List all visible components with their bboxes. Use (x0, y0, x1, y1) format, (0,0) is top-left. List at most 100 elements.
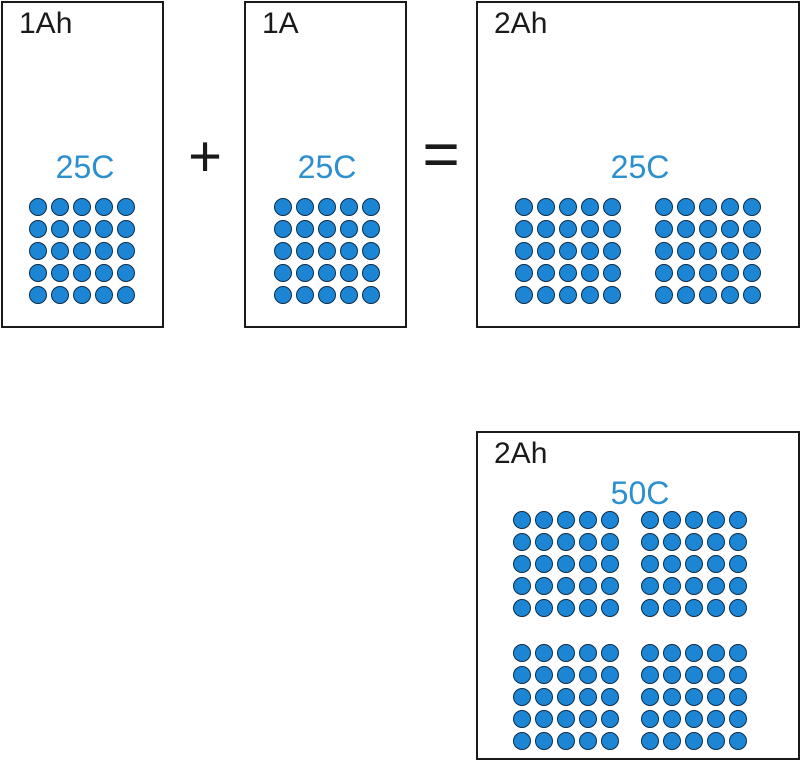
battery-cell (707, 732, 725, 750)
battery-cell (677, 264, 695, 282)
battery-cell (601, 732, 619, 750)
battery-cell (663, 577, 681, 595)
battery-cell (579, 732, 597, 750)
battery-cell (535, 644, 553, 662)
battery-cell (296, 242, 314, 260)
battery-cell (601, 666, 619, 684)
battery-cell (601, 511, 619, 529)
battery-cell (535, 666, 553, 684)
battery-cell (95, 242, 113, 260)
battery-cell (557, 710, 575, 728)
battery-cell (513, 599, 531, 617)
cell-grid (641, 644, 751, 754)
battery-cell (721, 286, 739, 304)
battery-cell (699, 198, 717, 216)
battery-cell (699, 220, 717, 238)
battery-cell (707, 511, 725, 529)
battery-cell (641, 599, 659, 617)
battery-cell (663, 732, 681, 750)
battery-cell (641, 511, 659, 529)
battery-cell (117, 242, 135, 260)
battery-cell (557, 577, 575, 595)
battery-cell (117, 198, 135, 216)
battery-cell (677, 220, 695, 238)
battery-cell (362, 198, 380, 216)
battery-cell (515, 264, 533, 282)
battery-cell (579, 555, 597, 573)
battery-cell (513, 555, 531, 573)
battery-cell (362, 242, 380, 260)
battery-cell (655, 264, 673, 282)
equals-operator: = (422, 118, 460, 190)
battery-cell (641, 577, 659, 595)
battery-cell (579, 688, 597, 706)
battery-cell (513, 577, 531, 595)
battery-cell (581, 242, 599, 260)
battery-cell (513, 533, 531, 551)
battery-cell (362, 286, 380, 304)
battery-cell (537, 264, 555, 282)
battery-cell (296, 220, 314, 238)
battery-cell (663, 688, 681, 706)
battery-box-1a: 1A 25C (244, 1, 407, 328)
battery-cell (557, 666, 575, 684)
battery-cell (513, 511, 531, 529)
battery-cell (601, 644, 619, 662)
battery-cell (362, 220, 380, 238)
battery-cell (579, 533, 597, 551)
battery-cell (579, 577, 597, 595)
battery-cell (51, 242, 69, 260)
battery-cell (729, 533, 747, 551)
battery-cell (641, 688, 659, 706)
battery-cell (581, 198, 599, 216)
battery-cell (655, 220, 673, 238)
battery-cell (557, 688, 575, 706)
battery-cell (557, 644, 575, 662)
battery-cell (729, 732, 747, 750)
battery-cell (601, 688, 619, 706)
capacity-label: 1Ah (19, 7, 73, 40)
battery-cell (513, 710, 531, 728)
battery-cell (318, 220, 336, 238)
battery-cell (29, 198, 47, 216)
battery-cell (73, 286, 91, 304)
c-rate-label: 25C (610, 149, 670, 185)
battery-cell (296, 286, 314, 304)
battery-box-2ah-25c: 2Ah 25C (476, 1, 800, 328)
cell-grid (29, 198, 139, 308)
battery-cell (685, 710, 703, 728)
battery-cell (537, 198, 555, 216)
battery-cell (515, 286, 533, 304)
battery-cell (117, 264, 135, 282)
battery-cell (296, 264, 314, 282)
battery-cell (721, 264, 739, 282)
cell-grid (274, 198, 384, 308)
battery-cell (743, 264, 761, 282)
battery-cell (29, 220, 47, 238)
battery-cell (318, 286, 336, 304)
battery-cell (655, 198, 673, 216)
battery-cell (663, 666, 681, 684)
battery-cell (557, 599, 575, 617)
capacity-label: 1A (262, 7, 299, 40)
battery-cell (663, 710, 681, 728)
battery-cell (51, 220, 69, 238)
cell-grid (513, 511, 623, 621)
battery-cell (318, 242, 336, 260)
battery-cell (699, 286, 717, 304)
battery-cell (29, 286, 47, 304)
battery-cell (579, 644, 597, 662)
battery-cell (95, 220, 113, 238)
battery-cell (537, 286, 555, 304)
c-rate-label: 50C (610, 475, 670, 511)
battery-box-2ah-50c: 2Ah 50C (476, 431, 800, 760)
battery-cell (707, 666, 725, 684)
battery-cell (274, 242, 292, 260)
battery-cell (340, 286, 358, 304)
battery-cell (513, 644, 531, 662)
battery-cell (557, 511, 575, 529)
battery-cell (95, 264, 113, 282)
battery-cell (655, 286, 673, 304)
battery-cell (537, 220, 555, 238)
battery-cell (707, 644, 725, 662)
